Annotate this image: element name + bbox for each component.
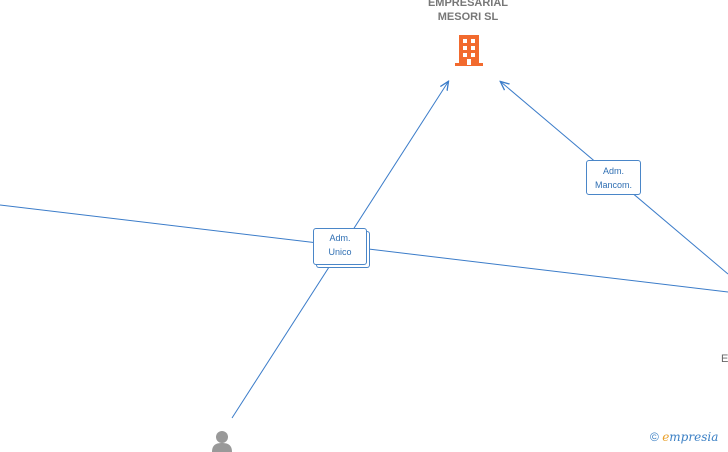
company-name[interactable]: EMPRESARIAL MESORI SL	[398, 0, 538, 24]
building-icon[interactable]	[453, 33, 485, 67]
role2-line2: Mancom.	[594, 180, 632, 190]
brand-name: mpresia	[669, 430, 719, 444]
person-icon[interactable]	[211, 430, 233, 452]
role-box-adm-unico[interactable]: Adm. Unico	[313, 228, 367, 265]
empresia-logo: © empresia	[650, 430, 718, 444]
role-box-adm-mancom[interactable]: Adm. Mancom.	[586, 160, 641, 195]
role1-line1: Adm.	[329, 233, 351, 243]
brand-e-letter: e	[662, 430, 670, 444]
copyright-symbol: ©	[650, 430, 659, 444]
company-name-line2: MESORI SL	[437, 11, 499, 23]
right-node-label[interactable]: E	[721, 353, 728, 365]
company-name-line1: EMPRESARIAL	[427, 0, 509, 9]
role1-line2: Unico	[328, 247, 352, 257]
role2-line1: Adm.	[602, 166, 624, 176]
